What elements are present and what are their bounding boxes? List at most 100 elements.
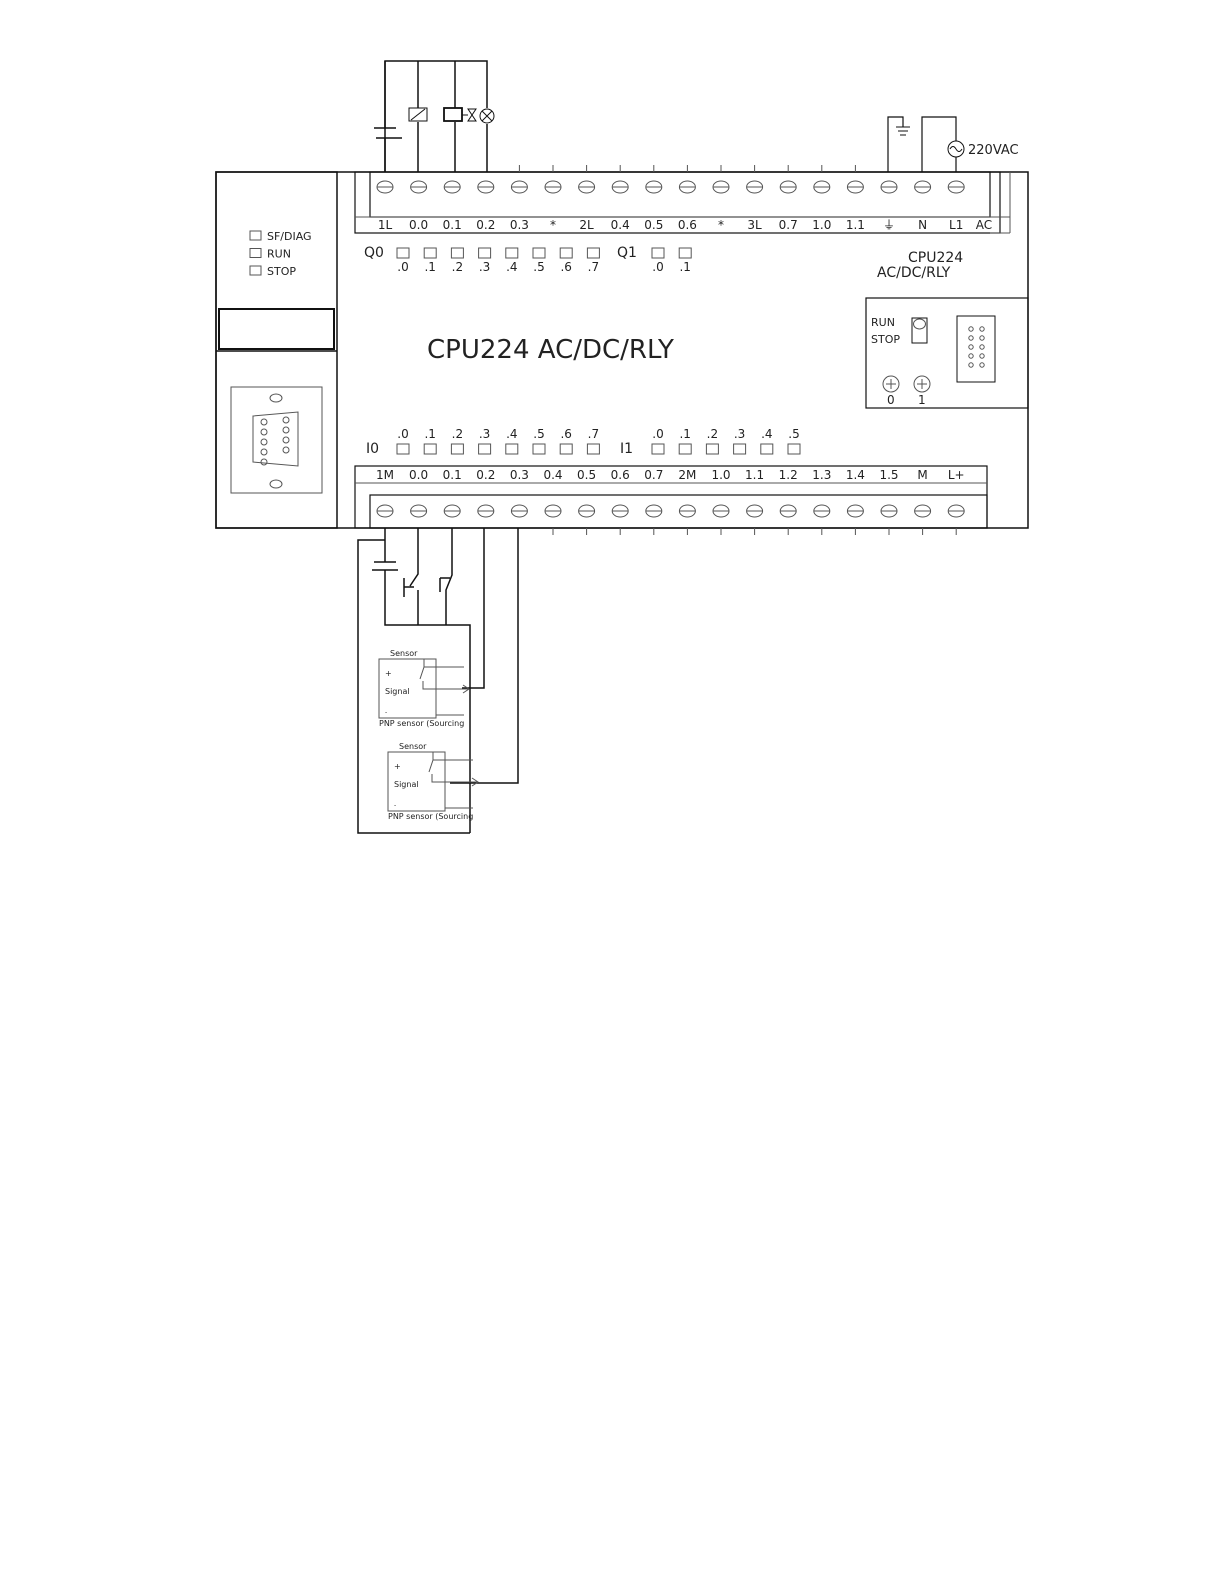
- led-bit-label: .4: [506, 427, 517, 441]
- output-terminal-label: 0.4: [611, 218, 630, 232]
- input-terminal-label: 0.7: [644, 468, 663, 482]
- io-status-led: [733, 443, 747, 455]
- output-terminal-screw[interactable]: [477, 180, 495, 194]
- input-terminal-screw[interactable]: [544, 504, 562, 535]
- output-terminal-screw[interactable]: [880, 180, 898, 194]
- output-terminal-screw[interactable]: [914, 180, 932, 194]
- output-terminal-label: *: [550, 218, 556, 232]
- input-terminal-screw[interactable]: [578, 504, 596, 535]
- io-status-led: [678, 443, 692, 455]
- input-terminal-screw[interactable]: [712, 504, 730, 535]
- io-status-led: [423, 443, 437, 455]
- input-terminal-screw[interactable]: [947, 504, 965, 535]
- input-terminal-screw[interactable]: [477, 504, 495, 518]
- input-terminal-screw[interactable]: [410, 504, 428, 518]
- output-terminal-label: 0.6: [678, 218, 697, 232]
- input-terminal-screw[interactable]: [510, 504, 528, 518]
- output-terminal-screw[interactable]: [578, 165, 596, 194]
- serial-port: [230, 386, 323, 494]
- input-terminal-label: 0.0: [409, 468, 428, 482]
- led-group-label: Q0: [364, 245, 384, 261]
- output-terminal-screw[interactable]: [813, 165, 831, 194]
- io-status-led: [478, 247, 492, 259]
- pushbutton-no-icon: [403, 528, 419, 625]
- io-status-led: [678, 247, 692, 259]
- potentiometer-0[interactable]: [882, 375, 900, 393]
- input-terminal-screw[interactable]: [678, 504, 696, 535]
- input-terminal-screw[interactable]: [846, 504, 864, 535]
- io-status-led: [651, 443, 665, 455]
- led-bit-label: .2: [452, 427, 463, 441]
- output-terminal-screw[interactable]: [611, 165, 629, 194]
- input-terminal-screw[interactable]: [914, 504, 932, 535]
- output-terminal-screw[interactable]: [678, 165, 696, 194]
- led-bit-label: .5: [788, 427, 799, 441]
- led-bit-label: .5: [533, 260, 544, 274]
- run-stop-switch[interactable]: [911, 317, 928, 344]
- output-terminal-screw[interactable]: [712, 165, 730, 194]
- io-status-led: [505, 247, 519, 259]
- output-terminal-screw[interactable]: [410, 180, 428, 194]
- status-led-label: RUN: [267, 248, 291, 261]
- output-terminal-screw[interactable]: [376, 180, 394, 194]
- io-status-led: [532, 247, 546, 259]
- dc-supply-icon: [372, 561, 398, 571]
- power-wiring: 220VAC: [887, 116, 1019, 172]
- status-led-label: STOP: [267, 265, 296, 278]
- status-led: [249, 230, 262, 241]
- input-terminal-screw[interactable]: [880, 504, 898, 535]
- output-terminal-label: 2L: [579, 218, 594, 232]
- input-terminal-screw[interactable]: [813, 504, 831, 535]
- sensor-switch-icon: [428, 752, 479, 809]
- input-terminal-screw[interactable]: [376, 504, 394, 518]
- led-bit-label: .6: [560, 260, 571, 274]
- io-status-led: [705, 443, 719, 455]
- io-status-led: [478, 443, 492, 455]
- output-terminal-label: *: [718, 218, 724, 232]
- output-terminal-label: 0.5: [644, 218, 663, 232]
- sensor-title: Sensor: [399, 742, 427, 751]
- io-status-led: [787, 443, 801, 455]
- io-status-led: [760, 443, 774, 455]
- output-terminal-screw[interactable]: [645, 165, 663, 194]
- input-terminal-screw[interactable]: [779, 504, 797, 535]
- model-label-line2: AC/DC/RLY: [877, 265, 951, 281]
- output-terminal-screw[interactable]: [443, 180, 461, 194]
- led-bit-label: .6: [560, 427, 571, 441]
- solenoid-valve-icon: [443, 107, 463, 122]
- led-bit-label: .5: [533, 427, 544, 441]
- io-status-led: [586, 443, 600, 455]
- input-wiring: [357, 528, 519, 834]
- output-terminal-screw[interactable]: [746, 165, 764, 194]
- output-terminal-screw[interactable]: [947, 180, 965, 194]
- io-status-led: [532, 443, 546, 455]
- io-status-led: [450, 443, 464, 455]
- input-terminal-screw[interactable]: [746, 504, 764, 535]
- pnp-sensor: Sensor+Signal-PNP sensor (Sourcing: [387, 742, 479, 821]
- input-terminal-screw[interactable]: [611, 504, 629, 535]
- input-terminal-label: 0.3: [510, 468, 529, 482]
- input-terminal-screw[interactable]: [443, 504, 461, 518]
- output-terminal-screw[interactable]: [779, 165, 797, 194]
- potentiometer-1[interactable]: [913, 375, 931, 393]
- input-terminal-label: 1.4: [846, 468, 865, 482]
- output-terminal-screw[interactable]: [510, 165, 528, 194]
- sensor-signal: Signal: [385, 687, 410, 696]
- led-group-label: I1: [620, 441, 633, 457]
- io-status-led: [396, 443, 410, 455]
- pot0-label: 0: [887, 393, 895, 407]
- ac-source-icon: [947, 140, 965, 158]
- output-terminal-screw[interactable]: [846, 165, 864, 194]
- sensor-caption: PNP sensor (Sourcing: [388, 812, 473, 821]
- led-bit-label: .3: [479, 427, 490, 441]
- relay-coil-icon: [408, 107, 428, 122]
- output-terminal-label: 3L: [747, 218, 762, 232]
- output-terminal-screw[interactable]: [544, 165, 562, 194]
- status-led-label: SF/DIAG: [267, 230, 312, 243]
- output-terminal-label: 1L: [378, 218, 393, 232]
- output-wiring: [374, 60, 495, 172]
- run-label: RUN: [871, 316, 895, 329]
- input-terminal-screw[interactable]: [645, 504, 663, 535]
- led-group-label: I0: [366, 441, 379, 457]
- memory-cartridge-slot: [218, 308, 335, 350]
